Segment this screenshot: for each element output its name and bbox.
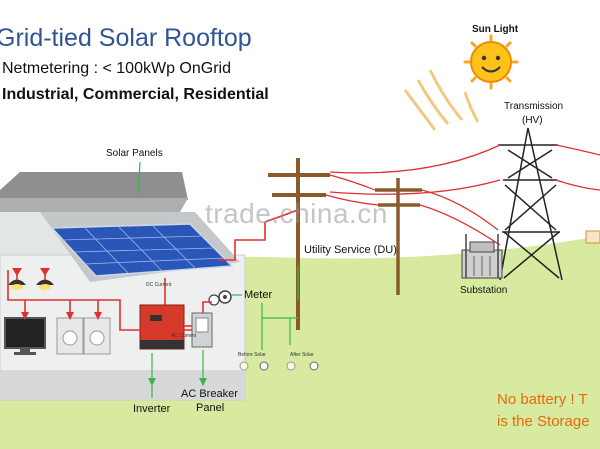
substation-label: Substation	[460, 285, 508, 296]
ground-arrows	[148, 378, 207, 386]
current-arrows	[12, 268, 102, 320]
sunlight-rays	[403, 69, 480, 131]
after-meter-icons	[286, 361, 319, 371]
transmission-label: Transmission	[504, 101, 564, 112]
transmission-sub-label: (HV)	[522, 115, 543, 126]
ac-current-label: AC Current	[171, 333, 197, 339]
dc-current-label: DC Current	[146, 282, 172, 288]
storage-note-line1: No battery ! T	[497, 391, 588, 408]
after-solar-label: After Solar	[290, 352, 314, 358]
sun-icon	[463, 34, 519, 90]
grid-box	[585, 230, 600, 244]
utility-pole-icon	[268, 158, 330, 330]
utility-pole-icon-2	[375, 178, 422, 295]
utility-label: Utility Service (DU)	[304, 244, 397, 256]
watermark: trade.china.cn	[205, 198, 388, 229]
washer-icon	[56, 317, 111, 355]
breaker-panel-icon	[191, 312, 213, 348]
transmission-tower-icon	[498, 127, 563, 281]
solar-panels-label: Solar Panels	[106, 148, 163, 159]
inverter-icon	[139, 304, 185, 350]
meter-label: Meter	[244, 289, 273, 301]
sun-label: Sun Light	[472, 24, 519, 35]
sectors-text: Industrial, Commercial, Residential	[2, 86, 269, 103]
inverter-label: Inverter	[133, 403, 171, 415]
meter-icon	[218, 290, 232, 304]
substation-icon	[461, 234, 503, 279]
solar-panels-icon	[50, 223, 234, 277]
before-meter-icons	[239, 361, 269, 371]
lamp-icon	[8, 279, 26, 290]
callout-lines	[137, 161, 299, 398]
breaker-label-line2: Panel	[196, 402, 225, 414]
before-solar-label: Before Solar	[238, 352, 266, 358]
distribution-lines	[325, 174, 501, 246]
breaker-label-line1: AC Breaker	[181, 388, 238, 400]
page-title: Grid-tied Solar Rooftop	[0, 24, 252, 52]
lamp-icon-2	[36, 279, 54, 290]
meter-icon-2	[208, 294, 220, 306]
subtitle: Netmetering : < 100kWp OnGrid	[2, 60, 231, 77]
hv-lines	[329, 144, 600, 195]
storage-note-line2: is the Storage	[497, 413, 590, 430]
